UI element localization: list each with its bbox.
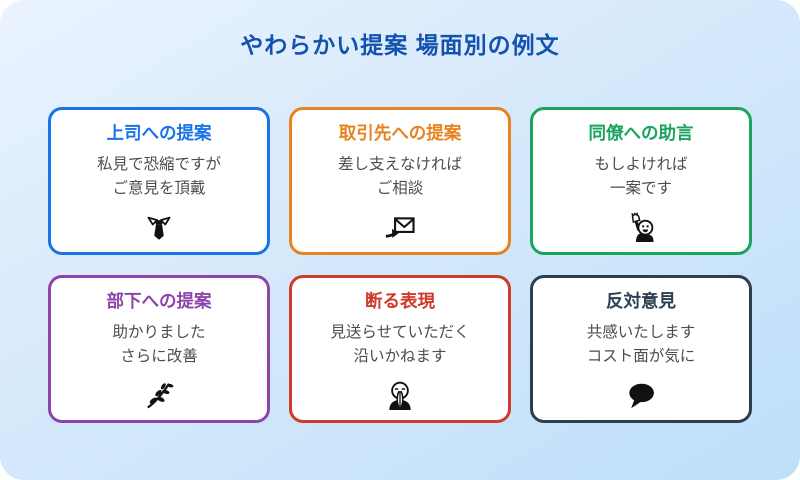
card-heading: 上司への提案 bbox=[106, 123, 212, 143]
card-opposing-opinion: 反対意見 共感いたします コスト面が気に bbox=[530, 275, 752, 423]
card-heading: 部下への提案 bbox=[106, 291, 212, 311]
card-advice-to-colleague: 同僚への助言 もしよければ 一案です bbox=[530, 107, 752, 255]
card-line: コスト面が気に bbox=[586, 348, 696, 366]
card-body: もしよければ 一案です bbox=[594, 153, 687, 201]
raising-hand-icon bbox=[626, 212, 656, 242]
card-line: 共感いたします bbox=[586, 324, 696, 341]
card-body: 助かりました さらに改善 bbox=[112, 321, 205, 369]
card-line: もしよければ bbox=[594, 156, 688, 173]
card-proposal-to-subordinate: 部下への提案 助かりました さらに改善 bbox=[48, 275, 270, 423]
pleading-face-icon bbox=[385, 380, 415, 410]
card-body: 共感いたします コスト面が気に bbox=[587, 321, 696, 369]
card-line: 私見で恐縮ですが bbox=[96, 156, 221, 173]
herb-icon bbox=[144, 380, 174, 410]
card-line: 差し支えなければ bbox=[337, 156, 462, 173]
page-title: やわらかい提案 場面別の例文 bbox=[240, 32, 560, 58]
card-line: ご相談 bbox=[376, 180, 424, 198]
card-heading: 反対意見 bbox=[606, 291, 676, 311]
card-line: ご意見を頂戴 bbox=[112, 180, 206, 198]
card-proposal-to-boss: 上司への提案 私見で恐縮ですが ご意見を頂戴 bbox=[48, 107, 270, 255]
card-line: 一案です bbox=[609, 180, 672, 198]
card-body: 見送らせていただく 沿いかねます bbox=[330, 321, 469, 369]
card-heading: 同僚への助言 bbox=[588, 123, 694, 143]
card-line: 助かりました bbox=[112, 324, 206, 341]
card-declining-expression: 断る表現 見送らせていただく 沿いかねます bbox=[289, 275, 511, 423]
card-proposal-to-client: 取引先への提案 差し支えなければ ご相談 bbox=[289, 107, 511, 255]
card-heading: 取引先への提案 bbox=[338, 123, 462, 143]
envelope-arrow-icon bbox=[384, 212, 416, 242]
card-grid: 上司への提案 私見で恐縮ですが ご意見を頂戴 取引先への提案 差し支えなければ … bbox=[48, 107, 752, 423]
card-body: 差し支えなければ ご相談 bbox=[338, 153, 462, 201]
card-line: さらに改善 bbox=[120, 348, 198, 366]
card-body: 私見で恐縮ですが ご意見を頂戴 bbox=[97, 153, 221, 201]
necktie-icon bbox=[144, 212, 174, 242]
speech-bubble-icon bbox=[625, 380, 657, 410]
card-line: 見送らせていただく bbox=[330, 324, 470, 341]
card-line: 沿いかねます bbox=[353, 348, 447, 366]
card-heading: 断る表現 bbox=[365, 291, 435, 311]
